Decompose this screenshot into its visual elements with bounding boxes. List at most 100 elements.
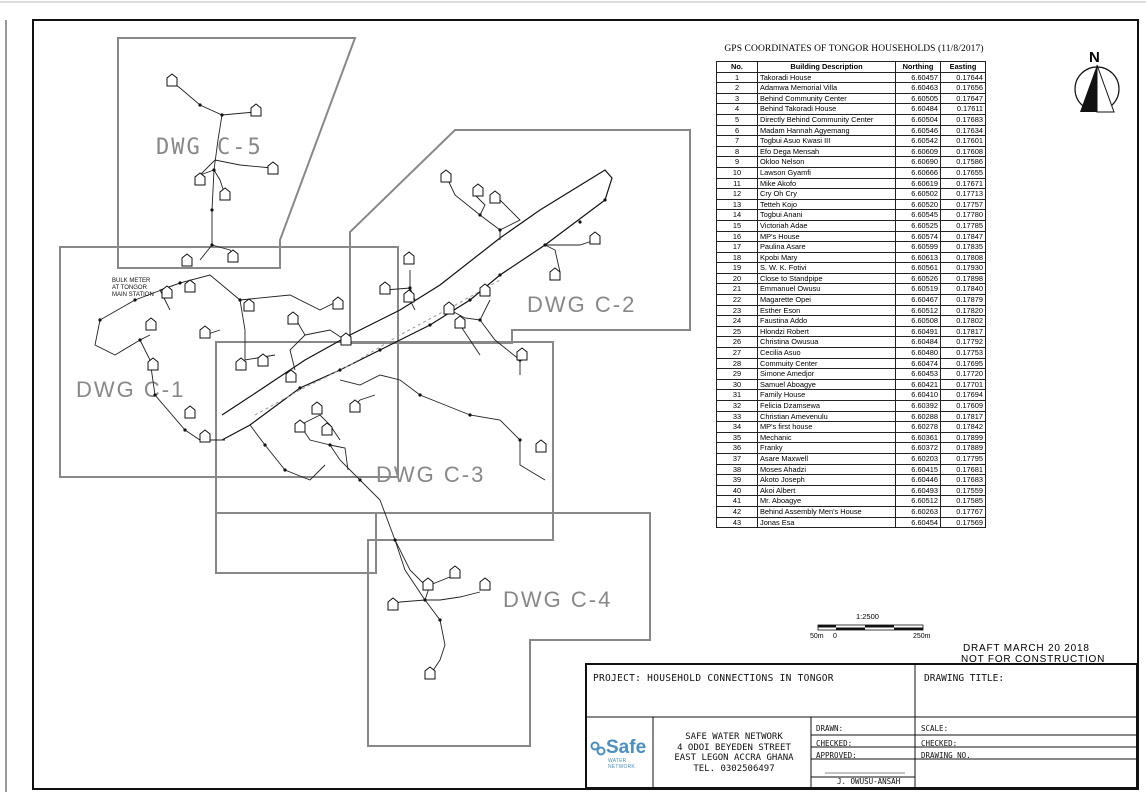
house-marker	[387, 597, 399, 611]
house-marker	[449, 565, 461, 579]
house-marker	[516, 347, 528, 361]
gps-cell-description: Jonas Esa	[757, 516, 896, 529]
bulk-meter-line1: BULK METER	[112, 278, 151, 284]
gps-cell-easting: 0.17753	[940, 347, 986, 359]
gps-cell-northing: 6.60454	[895, 516, 941, 529]
gps-cell-northing: 6.60278	[895, 421, 941, 433]
gps-cell-no: 9	[716, 156, 758, 168]
house-marker	[287, 311, 299, 325]
drawing-border	[32, 19, 1139, 790]
gps-cell-description: Hlondzi Robert	[757, 325, 896, 338]
gps-cell-northing: 6.60520	[895, 198, 941, 211]
gps-cell-description: Efo Dega Mensah	[757, 145, 896, 158]
bulk-meter-line3: MAIN STATION	[112, 292, 154, 298]
house-marker	[161, 285, 173, 299]
gps-cell-northing: 6.60525	[895, 219, 941, 232]
gps-header-description: Building Description	[757, 61, 896, 73]
pipe-fittings	[98, 103, 607, 622]
approved-label: APPROVED:	[816, 751, 857, 760]
dwg-c4-boundary	[367, 512, 651, 747]
house-marker	[181, 253, 193, 267]
gps-cell-no: 35	[716, 431, 758, 444]
gps-cell-northing: 6.60392	[895, 400, 941, 412]
gps-cell-northing: 6.60415	[895, 463, 941, 476]
gps-cell-description: Togbui Asuo Kwasi III	[757, 135, 896, 147]
gps-cell-description: S. W. K. Fotivi	[757, 262, 896, 274]
dwg-c2-boundary	[349, 129, 691, 344]
house-marker	[424, 666, 436, 680]
gps-header-no: No.	[716, 61, 758, 73]
gps-cell-description: Togbui Anani	[757, 209, 896, 221]
gps-cell-no: 15	[716, 219, 758, 232]
logo-word: Safe	[606, 737, 647, 758]
house-marker	[443, 301, 455, 315]
gps-cell-northing: 6.60474	[895, 357, 941, 370]
drawn-label: DRAWN:	[816, 724, 844, 733]
gps-cell-northing: 6.60519	[895, 283, 941, 296]
scale-label: SCALE:	[921, 724, 949, 733]
house-marker	[454, 315, 466, 329]
gps-cell-northing: 6.60457	[895, 71, 941, 84]
gps-cell-easting: 0.17683	[940, 474, 986, 486]
gps-header-northing: Northing	[895, 61, 941, 73]
house-marker	[403, 251, 415, 265]
gps-cell-no: 37	[716, 452, 758, 465]
gps-cell-northing: 6.60203	[895, 452, 941, 465]
gps-cell-easting: 0.17898	[940, 272, 986, 285]
gps-cell-no: 17	[716, 241, 758, 253]
gps-cell-description: Mr. Aboagye	[757, 495, 896, 507]
gps-cell-description: Cry Oh Cry	[757, 188, 896, 200]
gps-cell-easting: 0.17780	[940, 209, 986, 221]
house-marker	[479, 283, 491, 297]
gps-coordinates-table: No. Building Description Northing Eastin…	[716, 61, 986, 529]
scale-zero-label: 0	[833, 633, 837, 640]
house-marker	[145, 317, 157, 331]
gps-cell-easting: 0.17835	[940, 241, 986, 253]
gps-cell-no: 1	[716, 71, 758, 84]
company-phone: TEL. 0302506497	[693, 763, 775, 774]
gps-cell-description: Asare Maxwell	[757, 452, 896, 465]
dwg-c1-boundary	[59, 246, 399, 478]
gps-cell-easting: 0.17695	[940, 357, 986, 370]
scale-bar: 1:2500 50m 0 250m	[810, 612, 931, 640]
checked-label: CHECKED:	[816, 739, 853, 748]
gps-cell-no: 32	[716, 400, 758, 412]
gps-cell-northing: 6.60421	[895, 378, 941, 391]
gps-cell-easting: 0.17879	[940, 294, 986, 306]
gps-cell-description: Mechanic	[757, 431, 896, 444]
gps-cell-easting: 0.17701	[940, 378, 986, 391]
house-marker	[147, 357, 159, 371]
gps-cell-easting: 0.17802	[940, 315, 986, 327]
drawing-title-label: DRAWING TITLE:	[924, 673, 1005, 684]
checked-right-label: CHECKED:	[921, 739, 958, 748]
house-marker	[472, 183, 484, 197]
house-marker	[235, 357, 247, 371]
house-marker	[294, 419, 306, 433]
gps-cell-northing: 6.60666	[895, 166, 941, 179]
gps-cell-easting: 0.17656	[940, 82, 986, 94]
bulk-meter-note: BULK METER AT TONGOR MAIN STATION	[112, 278, 154, 298]
house-marker	[194, 172, 206, 186]
dwg-c5-label: DWG C-5	[156, 135, 263, 160]
north-arrow-half-icon	[1096, 64, 1115, 113]
gps-cell-no: 29	[716, 368, 758, 380]
house-marker	[589, 231, 601, 245]
draft-date: DRAFT MARCH 20 2018	[963, 643, 1090, 654]
